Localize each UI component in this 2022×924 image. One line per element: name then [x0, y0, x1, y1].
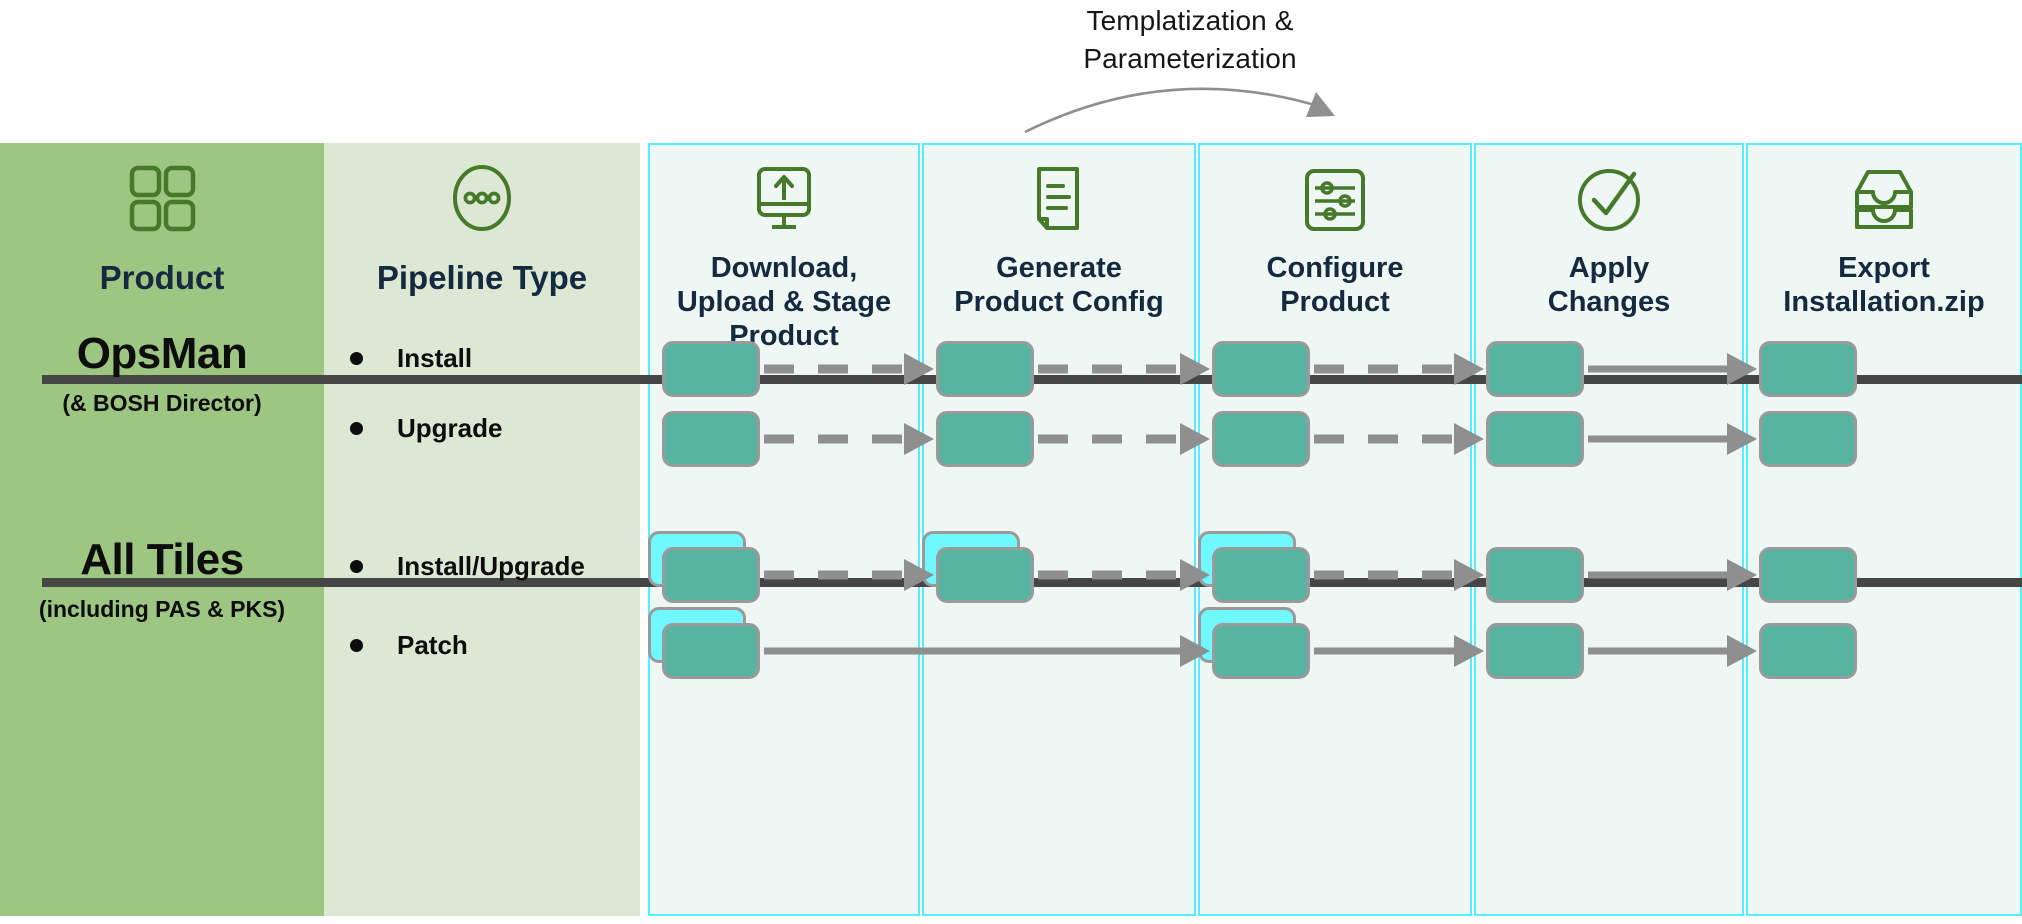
column-product: Product [0, 143, 324, 916]
pipeline-item-label: Install/Upgrade [397, 551, 585, 581]
pipeline-item-label: Patch [397, 630, 468, 660]
column-pipeline-type: Pipeline Type [324, 143, 640, 916]
document-lines-icon [1021, 161, 1097, 239]
row-label-title: All Tiles [80, 535, 244, 584]
header-label-pipeline-type: Pipeline Type [376, 259, 588, 296]
bullet-dot-icon [350, 422, 363, 435]
bullet-dot-icon [350, 560, 363, 573]
grid-squares-icon [124, 159, 200, 237]
row-label-subtitle: (& BOSH Director) [62, 390, 262, 416]
header-product: Product [0, 143, 324, 369]
header-label-product: Product [99, 259, 225, 296]
annotation-line-2: Parameterization [1083, 43, 1297, 74]
row-label-title: OpsMan [76, 329, 248, 378]
ellipsis-circle-icon [444, 159, 520, 237]
bullet-dot-icon [350, 352, 363, 365]
row-label-all-tiles: All Tiles (including PAS & PKS) [0, 534, 324, 624]
row-label-opsman: OpsMan (& BOSH Director) [0, 328, 324, 418]
annotation-callout: Templatization & Parameterization [1010, 2, 1370, 78]
monitor-upload-icon [746, 161, 822, 239]
pipeline-matrix: Product Pipeline Type [0, 143, 2022, 916]
bullet-dot-icon [350, 639, 363, 652]
pipeline-item-upgrade: Upgrade [324, 413, 640, 444]
pipeline-item-label: Upgrade [397, 413, 503, 443]
row-separator-top [42, 375, 2022, 384]
curved-arrow-icon [1024, 87, 1335, 134]
pipeline-item-patch: Patch [324, 630, 640, 661]
pipeline-item-install-upgrade: Install/Upgrade [324, 551, 640, 582]
pipeline-item-install: Install [324, 343, 640, 374]
stacked-trays-icon [1846, 161, 1922, 239]
check-circle-icon [1571, 161, 1647, 239]
sliders-settings-icon [1297, 161, 1373, 239]
annotation-line-1: Templatization & [1086, 5, 1294, 36]
pipeline-item-label: Install [397, 343, 473, 373]
row-label-subtitle: (including PAS & PKS) [38, 596, 286, 622]
header-pipeline-type: Pipeline Type [324, 143, 640, 369]
